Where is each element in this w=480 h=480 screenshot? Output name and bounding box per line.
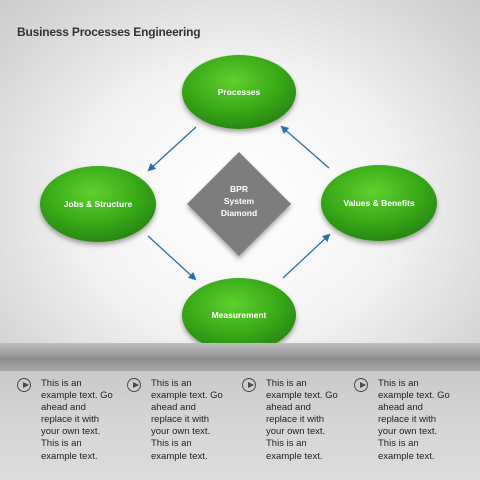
node-values-benefits-label: Values & Benefits (343, 198, 415, 208)
play-icon[interactable] (127, 378, 141, 392)
arrow-jobs-to-measurement (147, 235, 197, 281)
center-label-line-1: BPR (230, 184, 248, 194)
divider-band (0, 343, 480, 371)
play-icon[interactable] (354, 378, 368, 392)
bpr-diagram: BPR System Diamond Processes Jobs & Stru… (40, 55, 437, 345)
center-label-line-2: System (224, 196, 255, 206)
node-processes (182, 55, 296, 129)
slide-title: Business Processes Engineering (17, 25, 201, 39)
node-measurement (182, 278, 296, 345)
node-values-benefits (321, 165, 437, 241)
arrow-measurement-to-values (282, 233, 331, 279)
arrow-values-to-processes (280, 125, 330, 169)
node-jobs-structure-label: Jobs & Structure (64, 199, 133, 209)
center-label-line-3: Diamond (221, 208, 257, 218)
play-icon[interactable] (17, 378, 31, 392)
node-jobs-structure (40, 166, 156, 242)
node-processes-label: Processes (218, 87, 261, 97)
center-diamond (187, 152, 291, 256)
node-measurement-label: Measurement (212, 310, 267, 320)
bottom-panel (0, 371, 480, 480)
play-icon[interactable] (242, 378, 256, 392)
arrow-processes-to-jobs (147, 126, 197, 172)
